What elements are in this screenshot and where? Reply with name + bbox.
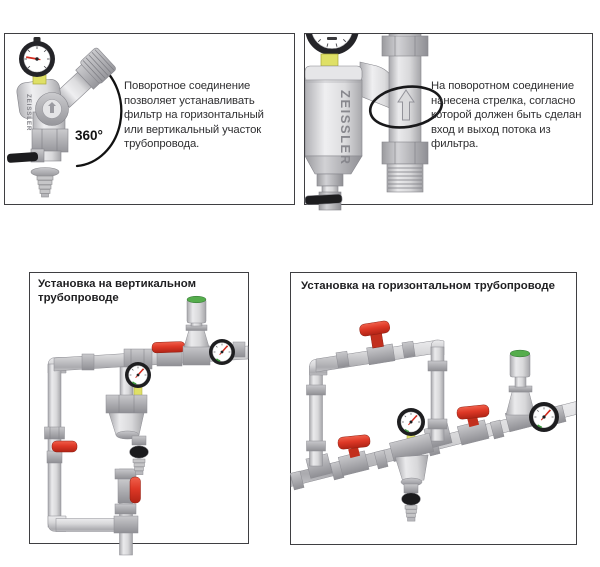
pressure-reducer-icon [504, 349, 536, 433]
ball-valve-red-icon [359, 320, 396, 366]
horizontal-piping-diagram [289, 320, 577, 522]
rotation-arc [75, 62, 123, 168]
ball-valve-red-icon [46, 440, 78, 464]
rotation-360-label: 360° [75, 128, 103, 143]
panel-vertical-install: Установка на вертикальном трубопроводе [29, 272, 249, 556]
caption-line: фильтр на горизонтальный [124, 109, 264, 122]
title-line: Установка на горизонтальном трубопроводе [301, 280, 555, 292]
drain-valve-icon [304, 173, 344, 211]
filter-inlet-branch [55, 47, 116, 108]
caption-line: нанесена стрелка, согласно [431, 94, 576, 107]
title-line: трубопроводе [38, 291, 119, 304]
flow-arrow-illustration: ZEISSLER [304, 34, 444, 211]
brand-label: ZEISSLER [338, 90, 353, 166]
pressure-gauge-icon [208, 338, 236, 366]
flow-caption: На поворотном соединение нанесена стрелк… [431, 79, 581, 152]
highlight-ellipse [368, 85, 444, 129]
filter-body [16, 78, 69, 162]
filter-unit [389, 432, 435, 522]
drain-knob-icon [129, 445, 149, 459]
panel-flow-arrow: ZEISSLER [304, 33, 593, 211]
drain-valve-icon [6, 148, 45, 163]
filter-body [305, 61, 396, 175]
vertical-piping-diagram [44, 295, 249, 556]
caption-line: или вертикальный участок [124, 123, 262, 136]
flow-arrow-icon [397, 89, 415, 121]
caption-line: которой должен быть сделан [431, 109, 582, 122]
caption-line: фильтра. [431, 138, 479, 151]
filter-360-illustration: ZEISSLER [6, 37, 123, 198]
panel-title: Установка на горизонтальном трубопроводе [301, 280, 555, 294]
ball-valve-red-icon [151, 341, 186, 367]
ball-valve-red-icon [117, 476, 141, 504]
caption-line: трубопровода. [124, 138, 200, 151]
drain-knob-icon [401, 492, 421, 506]
pressure-reducer-icon [182, 295, 211, 366]
pressure-gauge-icon [124, 361, 152, 389]
filter-unit [105, 386, 149, 475]
pressure-gauge-icon [305, 34, 359, 55]
panel-title: Установка на вертикальном трубопроводе [38, 278, 196, 306]
pressure-gauge-icon [528, 401, 560, 433]
caption-line: вход и выход потока из [431, 123, 551, 136]
panel-rotary-connection: ZEISSLER [4, 33, 295, 205]
hose-barb-icon [404, 505, 418, 522]
gauge-stem [320, 53, 339, 67]
pressure-gauge-icon [396, 407, 426, 437]
hose-barb-icon [30, 167, 60, 198]
brand-label-small: ZEISSLER [25, 94, 32, 131]
title-line: Установка на вертикальном [38, 278, 196, 290]
caption-line: позволяет устанавливать [124, 94, 255, 107]
ball-valve-red-icon [337, 434, 371, 477]
panel-horizontal-install: Установка на горизонтальном трубопроводе [289, 272, 577, 545]
pressure-gauge-icon [19, 37, 55, 77]
ball-valve-red-icon [456, 404, 490, 446]
caption-line: Поворотное соединение [124, 80, 251, 92]
rotary-caption: Поворотное соединение позволяет устанавл… [124, 79, 264, 152]
hose-barb-icon [132, 458, 146, 475]
caption-line: На поворотном соединение [431, 80, 575, 92]
